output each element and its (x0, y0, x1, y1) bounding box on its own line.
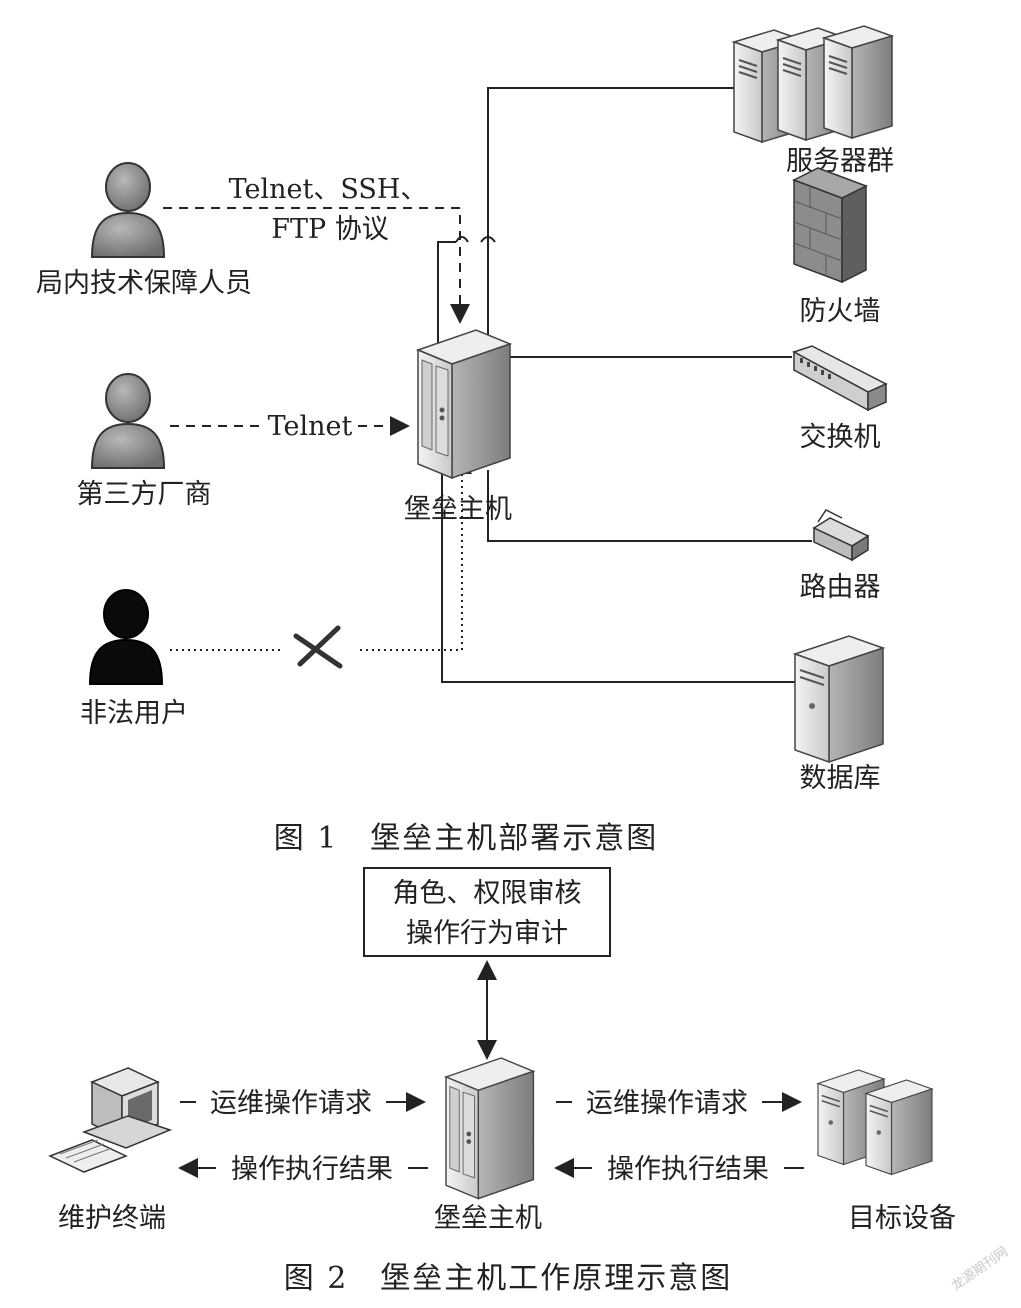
audit-box (363, 867, 611, 957)
firewall-icon (792, 167, 868, 284)
bastion-host-icon-fig2 (445, 1057, 535, 1200)
line-to-router (487, 470, 812, 542)
servers-label: 服务器群 (786, 146, 894, 177)
illegal-person-icon (89, 589, 163, 685)
staff-access-line (163, 207, 470, 324)
bastion-label-fig2: 堡垒主机 (434, 1203, 542, 1234)
vendor-label: 第三方厂商 (77, 479, 212, 510)
staff-protocol-line2: FTP 协议 (271, 214, 389, 245)
illegal-label: 非法用户 (80, 698, 188, 729)
audit-line2: 操作行为审计 (406, 918, 568, 949)
line-to-servers (467, 87, 738, 351)
figure1-caption: 图 1 堡垒主机部署示意图 (274, 821, 659, 856)
switch-label: 交换机 (800, 422, 881, 453)
switch-icon (792, 345, 888, 412)
line-hop-1 (455, 236, 469, 243)
server-group-icon (733, 25, 893, 143)
router-icon (812, 509, 870, 562)
terminal-label: 维护终端 (58, 1203, 166, 1234)
bastion-host-icon (417, 329, 511, 479)
staff-person-icon (91, 162, 165, 258)
terminal-icon (48, 1067, 173, 1173)
line-to-database (441, 470, 795, 683)
figure2-caption: 图 2 堡垒主机工作原理示意图 (284, 1261, 733, 1296)
router-label: 路由器 (800, 572, 881, 603)
vendor-person-icon (91, 373, 165, 469)
illegal-access-line-2 (360, 454, 472, 651)
staff-label: 局内技术保障人员 (36, 268, 252, 299)
line-hop-2 (480, 236, 496, 243)
audit-line1: 角色、权限审核 (393, 878, 582, 909)
database-label: 数据库 (800, 763, 881, 794)
right-request-label: 运维操作请求 (586, 1088, 748, 1119)
left-result-label: 操作执行结果 (231, 1154, 393, 1185)
firewall-label: 防火墙 (800, 296, 881, 327)
blocked-x-icon (293, 625, 343, 669)
staff-protocol-line1: Telnet、SSH、 (229, 174, 428, 205)
bastion-label-fig1: 堡垒主机 (404, 494, 512, 525)
right-result-label: 操作执行结果 (607, 1154, 769, 1185)
target-label: 目标设备 (848, 1203, 956, 1234)
database-icon (794, 635, 884, 763)
vendor-protocol-label: Telnet (268, 411, 353, 442)
watermark: 龙源期刊网 (949, 1244, 1011, 1294)
target-device-icon (817, 1069, 933, 1176)
left-request-label: 运维操作请求 (210, 1088, 372, 1119)
